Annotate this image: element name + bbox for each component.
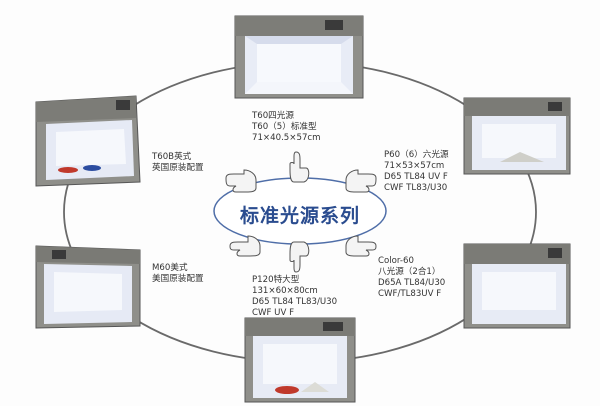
label-color60-line: 八光源（2合1） [378, 267, 441, 277]
label-color60-line: D65A TL84/U30 [378, 278, 446, 288]
label-t60-line: T60（5）标准型 [252, 122, 317, 132]
label-color60: Color-60 八光源（2合1） D65A TL84/U30 CWF/TL83… [378, 256, 445, 300]
label-color60-line: Color-60 [378, 256, 414, 266]
pointing-hand-icon [229, 235, 261, 257]
pointing-hand-icon [345, 235, 377, 257]
pointing-hand-icon [225, 169, 257, 193]
label-m60-line: 美国原装配置 [152, 274, 204, 284]
cabinet-p120-image [244, 317, 356, 403]
cabinet-t60-image [234, 15, 364, 99]
label-t60-line: 71×40.5×57cm [252, 133, 321, 143]
label-m60-line: M60美式 [152, 263, 188, 273]
label-t60b-line: T60B英式 [152, 152, 192, 162]
pointing-hand-icon [289, 241, 310, 273]
label-p120-line: CWF UV F [252, 308, 295, 318]
cabinet-t60b-image [35, 95, 141, 187]
label-p60: P60（6）六光源 71×53×57cm D65 TL84 UV F CWF T… [384, 150, 449, 194]
cabinet-m60-image [35, 245, 141, 329]
label-p60-line: P60（6）六光源 [384, 150, 449, 160]
label-t60-line: T60四光源 [252, 111, 294, 121]
label-t60b: T60B英式 英国原装配置 [152, 152, 204, 174]
label-p60-line: 71×53×57cm [384, 161, 445, 171]
label-p120-line: D65 TL84 TL83/U30 [252, 297, 338, 307]
pointing-hand-icon [289, 151, 310, 183]
cabinet-color60-image [463, 243, 571, 329]
label-p120-line: P120特大型 [252, 275, 300, 285]
cabinet-p60-image [463, 97, 571, 175]
series-title: 标准光源系列 [239, 205, 360, 227]
label-p120: P120特大型 131×60×80cm D65 TL84 TL83/U30 CW… [252, 275, 337, 319]
label-t60: T60四光源 T60（5）标准型 71×40.5×57cm [252, 111, 321, 144]
pointing-hand-icon [345, 169, 377, 193]
label-color60-line: CWF/TL83UV F [378, 289, 442, 299]
label-m60: M60美式 美国原装配置 [152, 263, 204, 285]
label-p60-line: CWF TL83/U30 [384, 183, 448, 193]
label-p120-line: 131×60×80cm [252, 286, 318, 296]
label-t60b-line: 英国原装配置 [152, 163, 204, 173]
label-p60-line: D65 TL84 UV F [384, 172, 448, 182]
